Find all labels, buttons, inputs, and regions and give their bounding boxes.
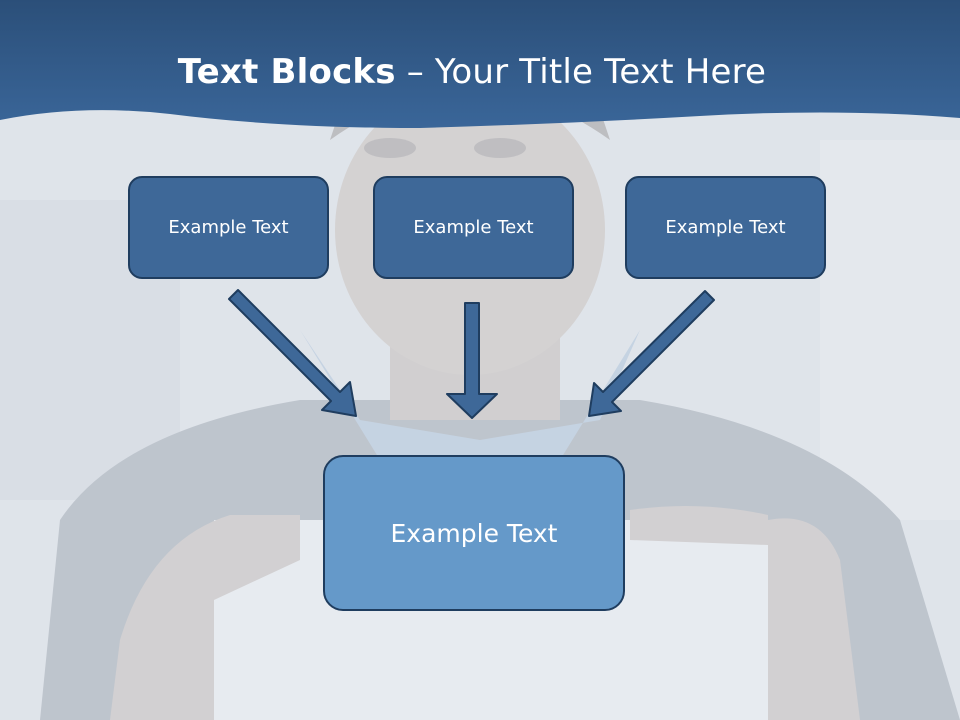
arrow-right xyxy=(588,290,715,417)
arrow-left xyxy=(228,289,357,417)
title-bold: Text Blocks xyxy=(177,52,396,92)
text-block-main[interactable]: Example Text xyxy=(323,455,625,611)
text-block-1[interactable]: Example Text xyxy=(128,176,329,279)
slide-title: Text Blocks – Your Title Text Here xyxy=(0,52,944,92)
text-block-2[interactable]: Example Text xyxy=(373,176,574,279)
text-block-3[interactable]: Example Text xyxy=(625,176,826,279)
arrow-center xyxy=(446,302,498,419)
title-banner xyxy=(0,0,960,128)
title-rest: – Your Title Text Here xyxy=(406,52,767,92)
